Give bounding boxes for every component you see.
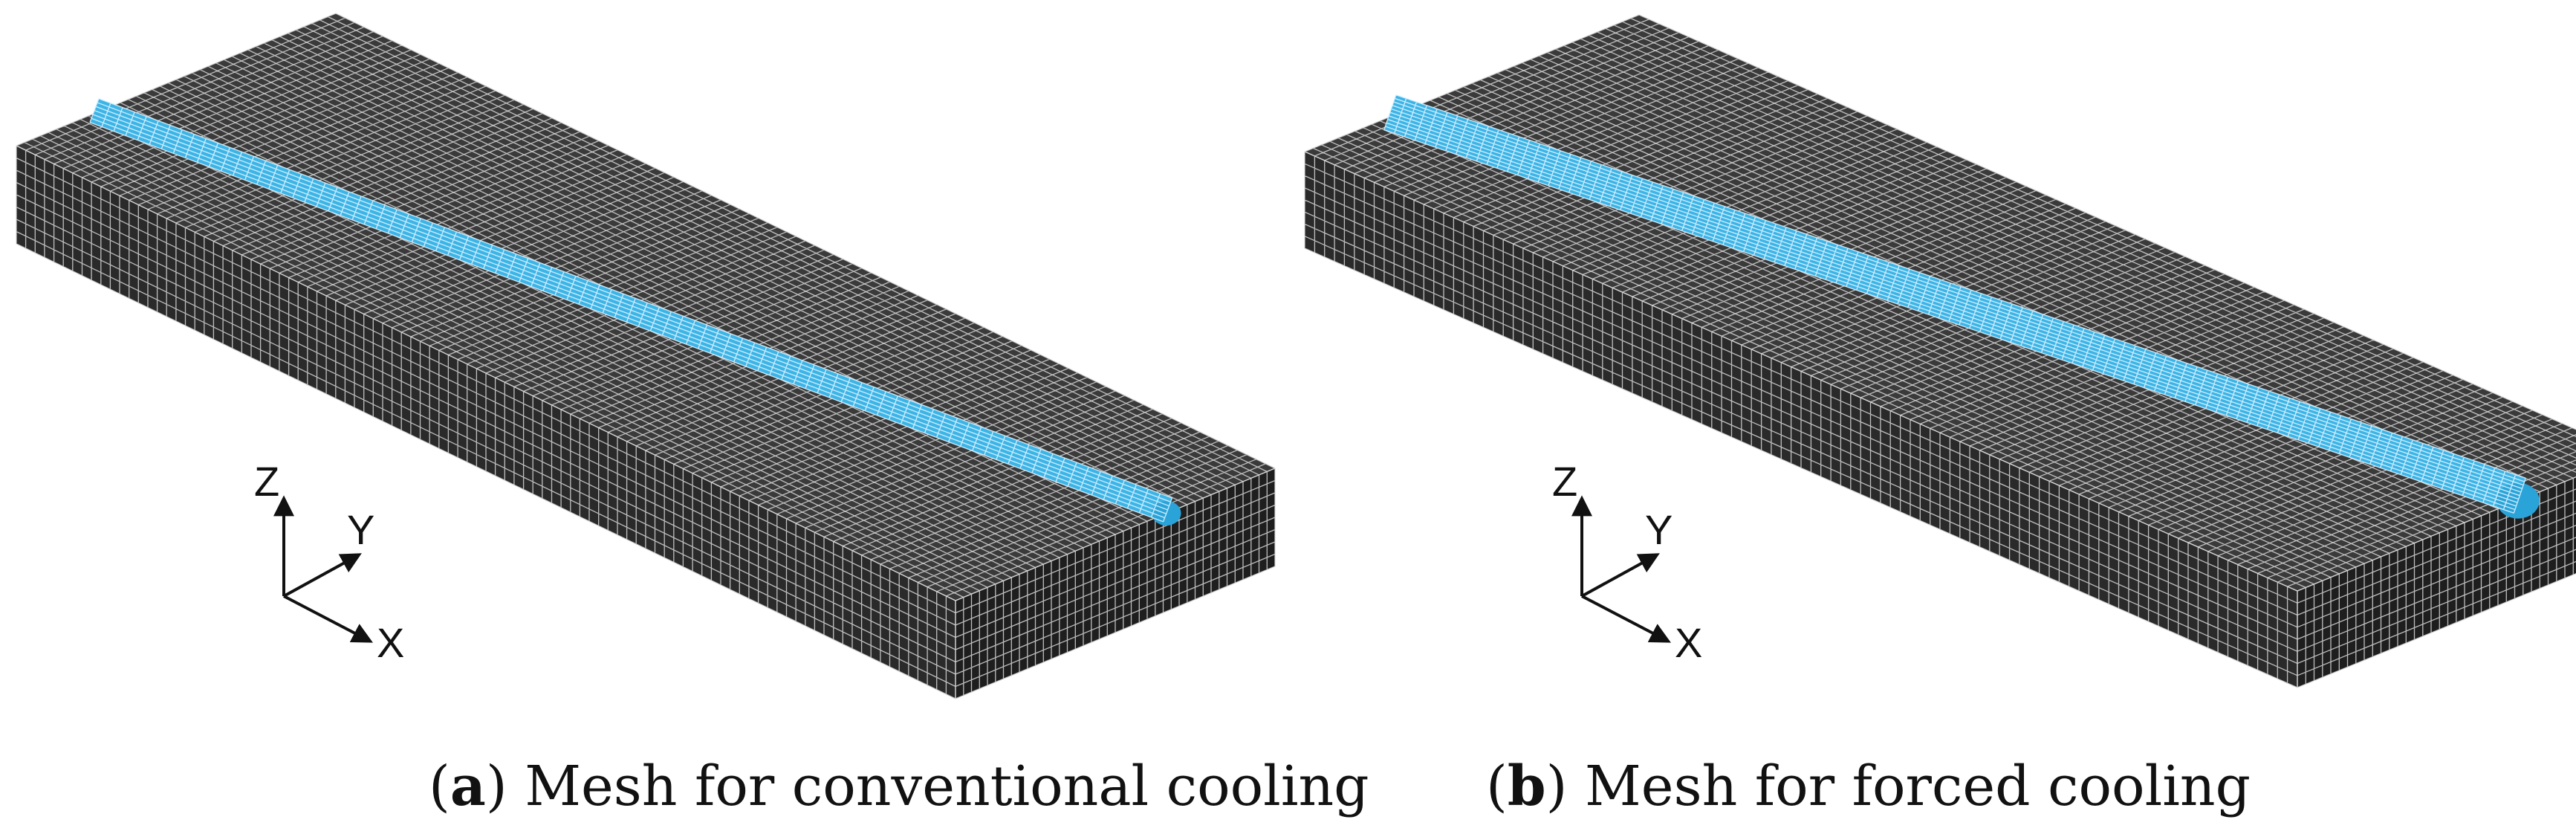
mesh-figure-a: Z Y X <box>16 13 1276 699</box>
weld-bead-mesh <box>1383 94 2526 514</box>
x-axis-label: X <box>1675 619 1702 666</box>
z-axis-label: Z <box>1552 458 1577 505</box>
coordinate-axes: Z Y X <box>254 458 404 666</box>
y-axis-label: Y <box>347 506 374 553</box>
caption-letter: b <box>1507 754 1546 818</box>
y-axis-label: Y <box>1645 506 1673 553</box>
plate-side-mesh <box>1304 151 2298 688</box>
caption-a: (a) Mesh for conventional cooling <box>429 754 1369 818</box>
caption-text: Mesh for conventional cooling <box>525 754 1369 818</box>
y-axis-arrow <box>1581 553 1660 598</box>
panel-b: Z Y X <box>1288 0 2576 834</box>
y-axis-arrow <box>283 553 362 598</box>
caption-b: (b) Mesh for forced cooling <box>1486 754 2251 818</box>
plate-front-mesh <box>2297 476 2576 688</box>
caption-letter: a <box>450 754 486 818</box>
mesh-figure-b: Z Y X <box>1304 14 2576 688</box>
panel-a: Z Y X <box>16 13 1276 699</box>
coordinate-axes: Z Y X <box>1552 458 1702 666</box>
x-axis-arrow <box>283 595 373 643</box>
plate-front-mesh <box>955 468 1276 699</box>
z-axis-label: Z <box>254 458 279 505</box>
x-axis-label: X <box>377 619 404 666</box>
x-axis-arrow <box>1581 595 1671 643</box>
plate-side-mesh <box>16 145 956 699</box>
weld-bead-mesh <box>89 98 1173 523</box>
caption-text: Mesh for forced cooling <box>1585 754 2251 818</box>
